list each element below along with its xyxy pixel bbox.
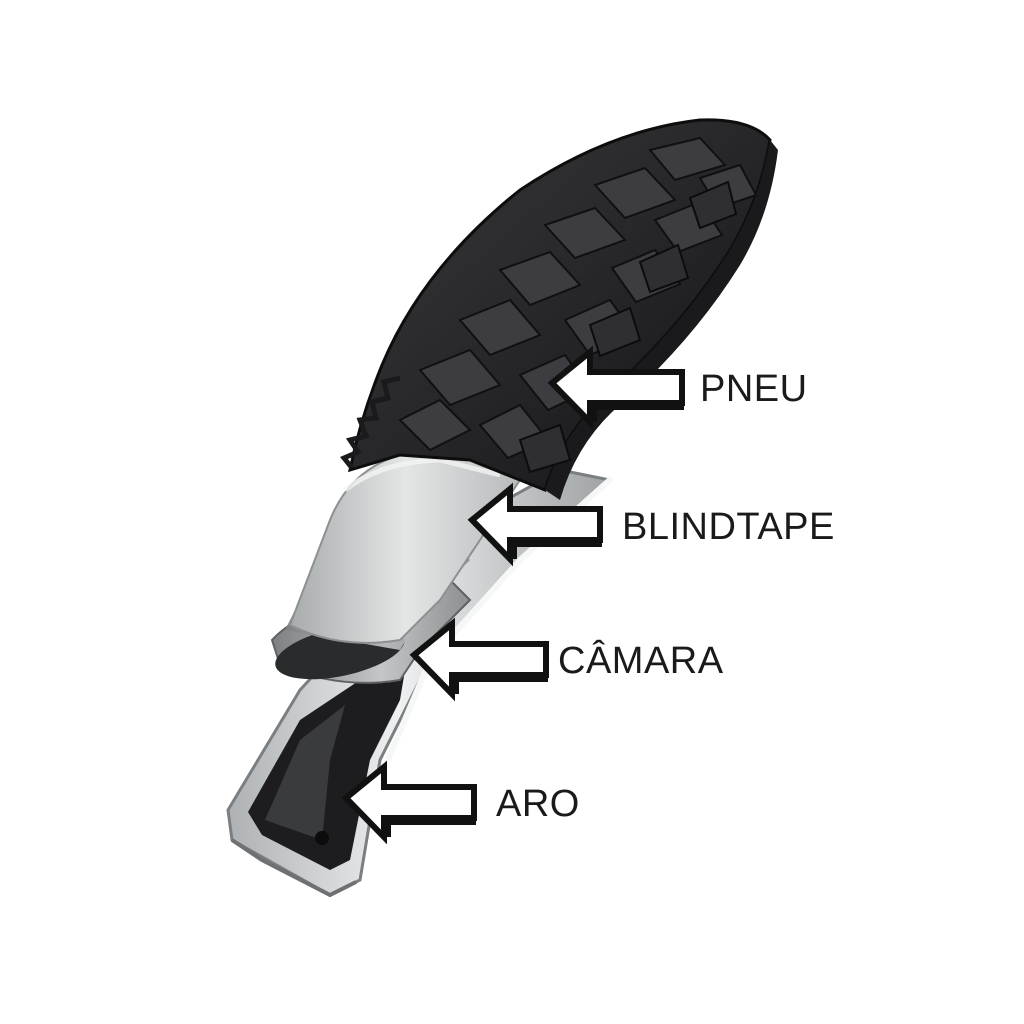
label-aro: ARO xyxy=(496,783,580,825)
label-pneu: PNEU xyxy=(700,368,808,410)
blindtape-layer xyxy=(288,453,522,644)
tire xyxy=(339,118,778,500)
arrow-aro xyxy=(341,760,477,845)
arrow-pneu xyxy=(547,345,685,430)
label-blindtape: BLINDTAPE xyxy=(622,506,835,548)
arrow-camara xyxy=(409,617,549,702)
label-camara: CÂMARA xyxy=(558,640,724,682)
rim xyxy=(226,468,614,898)
arrow-blindtape xyxy=(467,482,603,567)
